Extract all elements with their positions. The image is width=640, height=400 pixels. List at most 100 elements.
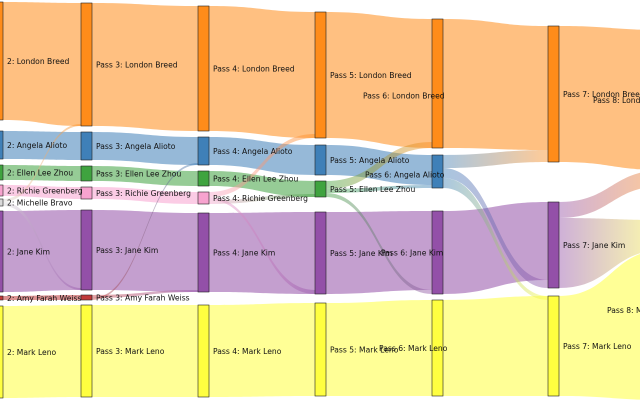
label-c1-mark-leno: Pass 3: Mark Leno: [96, 347, 165, 356]
node-c5-mark-leno: [547, 295, 560, 397]
flow-jane-kim-to-jane-kim: [3, 210, 81, 292]
label-c2-ellen-lee-zhou: Pass 4: Ellen Lee Zhou: [213, 175, 298, 184]
label-c0-ellen-lee-zhou: 2: Ellen Lee Zhou: [7, 169, 73, 178]
node-c2-ellen-lee-zhou: [197, 170, 210, 187]
node-c0-angela-alioto: [0, 130, 4, 160]
node-c0-amy-farah-weiss: [0, 295, 4, 301]
node-c2-london-breed: [197, 5, 210, 132]
flow-michelle-bravo-to-jane-kim: [3, 202, 81, 290]
label-c6-mark-leno: Pass 8: Mark Leno: [607, 306, 640, 315]
node-c1-london-breed: [80, 2, 93, 127]
flow-london-breed-to-london-breed: [209, 6, 315, 138]
label-c0-amy-farah-weiss: 2: Amy Farah Weiss: [7, 294, 81, 303]
flow-mark-leno-to-mark-leno: [326, 300, 432, 396]
label-c4-mark-leno: Pass 6: Mark Leno: [379, 344, 448, 353]
node-c3-angela-alioto: [314, 144, 327, 176]
node-c1-jane-kim: [80, 209, 93, 291]
flow-london-breed-to-london-breed: [3, 2, 81, 126]
node-c0-michelle-bravo: [0, 198, 4, 207]
flow-amy-farah-weiss-to-jane-kim: [92, 290, 198, 298]
node-c2-richie-greenberg: [197, 191, 210, 205]
flow-ellen-lee-zhou-to-jane-kim: [326, 193, 432, 294]
flow-mark-leno-to-mark-leno: [92, 305, 198, 397]
label-c4-angela-alioto: Pass 6: Angela Alioto: [365, 171, 445, 180]
label-c3-london-breed: Pass 5: London Breed: [330, 71, 412, 80]
flow-jane-kim-to-jane-kim: [92, 210, 198, 292]
flow-mark-leno-to-mark-leno: [209, 303, 315, 397]
label-c3-jane-kim: Pass 5: Jane Kim: [330, 249, 392, 258]
flow-angela-alioto-to-jane-kim: [443, 168, 548, 288]
label-c5-jane-kim: Pass 7: Jane Kim: [563, 241, 625, 250]
flow-richie-greenberg-to-ellen-lee-zhou: [209, 194, 315, 204]
label-c0-mark-leno: 2: Mark Leno: [7, 348, 57, 357]
flow-jane-kim-to-mark-leno: [559, 218, 640, 288]
label-c0-michelle-bravo: 2: Michelle Bravo: [7, 199, 73, 208]
flow-amy-farah-weiss-to-angela-alioto: [92, 163, 198, 300]
flow-mark-leno-to-mark-leno: [3, 305, 81, 398]
label-c5-mark-leno: Pass 7: Mark Leno: [563, 342, 632, 351]
flow-richie-greenberg-to-jane-kim: [209, 197, 315, 294]
label-c0-angela-alioto: 2: Angela Alioto: [7, 141, 68, 150]
label-c6-london-breed: Pass 8: London Breed: [593, 96, 640, 105]
flow-amy-farah-weiss-to-amy-farah-weiss: [3, 295, 81, 300]
label-c0-jane-kim: 2: Jane Kim: [7, 248, 50, 257]
node-c2-mark-leno: [197, 304, 210, 398]
node-c5-london-breed: [547, 25, 560, 163]
node-c1-richie-greenberg: [80, 186, 93, 200]
flow-ellen-lee-zhou-to-ellen-lee-zhou: [209, 171, 315, 197]
label-c1-richie-greenberg: Pass 3: Richie Greenberg: [96, 189, 191, 198]
label-c3-mark-leno: Pass 5: Mark Leno: [330, 346, 399, 355]
label-c4-london-breed: Pass 6: London Breed: [363, 92, 445, 101]
flow-richie-greenberg-to-richie-greenberg: [92, 187, 198, 204]
flow-london-breed-to-london-breed: [559, 26, 640, 170]
node-c2-angela-alioto: [197, 136, 210, 166]
node-c5-jane-kim: [547, 201, 560, 289]
label-c2-mark-leno: Pass 4: Mark Leno: [213, 347, 282, 356]
node-c4-angela-alioto: [431, 154, 444, 189]
flow-jane-kim-to-jane-kim: [209, 212, 315, 294]
flow-jane-kim-to-london-breed: [559, 172, 640, 218]
node-c0-ellen-lee-zhou: [0, 164, 4, 181]
flow-london-breed-to-london-breed: [443, 19, 548, 150]
node-c1-ellen-lee-zhou: [80, 165, 93, 182]
node-c0-jane-kim: [0, 210, 4, 293]
label-c3-angela-alioto: Pass 5: Angela Alioto: [330, 156, 410, 165]
flow-angela-alioto-to-angela-alioto: [209, 137, 315, 175]
flow-ellen-lee-zhou-to-ellen-lee-zhou: [92, 166, 198, 186]
flow-jane-kim-to-jane-kim: [326, 211, 432, 294]
node-c3-mark-leno: [314, 302, 327, 397]
node-c4-london-breed: [431, 18, 444, 149]
flow-mark-leno-to-mark-leno: [559, 254, 640, 400]
flow-angela-alioto-to-mark-leno: [443, 178, 548, 300]
node-c0-london-breed: [0, 1, 4, 121]
label-c2-richie-greenberg: Pass 4: Richie Greenberg: [213, 194, 308, 203]
flow-angela-alioto-to-angela-alioto: [92, 132, 198, 165]
node-c2-jane-kim: [197, 212, 210, 293]
node-c1-mark-leno: [80, 304, 93, 398]
node-c4-jane-kim: [431, 210, 444, 295]
node-c3-london-breed: [314, 11, 327, 139]
node-c0-mark-leno: [0, 305, 4, 399]
flow-ellen-lee-zhou-to-angela-alioto: [326, 185, 432, 193]
node-c3-jane-kim: [314, 211, 327, 295]
label-c1-amy-farah-weiss: Pass 3: Amy Farah Weiss: [96, 294, 190, 303]
flow-london-breed-to-london-breed: [92, 3, 198, 131]
flow-ellen-lee-zhou-to-london-breed: [326, 142, 432, 189]
flow-richie-greenberg-to-london-breed: [209, 134, 315, 197]
node-c0-richie-greenberg: [0, 184, 4, 197]
label-c1-london-breed: Pass 3: London Breed: [96, 61, 178, 70]
label-c1-jane-kim: Pass 3: Jane Kim: [96, 246, 158, 255]
label-c3-ellen-lee-zhou: Pass 5: Ellen Lee Zhou: [330, 185, 415, 194]
label-c1-ellen-lee-zhou: Pass 3: Ellen Lee Zhou: [96, 170, 181, 179]
node-c1-amy-farah-weiss: [80, 294, 93, 301]
flow-ellen-lee-zhou-to-ellen-lee-zhou: [3, 165, 81, 181]
label-c5-london-breed: Pass 7: London Breed: [563, 90, 640, 99]
flow-michelle-bravo-to-london-breed: [3, 124, 81, 202]
flow-angela-alioto-to-angela-alioto: [3, 131, 81, 160]
label-c2-angela-alioto: Pass 4: Angela Alioto: [213, 147, 293, 156]
node-c4-mark-leno: [431, 299, 444, 397]
flow-angela-alioto-to-london-breed: [443, 150, 548, 168]
label-c0-london-breed: 2: London Breed: [7, 57, 70, 66]
